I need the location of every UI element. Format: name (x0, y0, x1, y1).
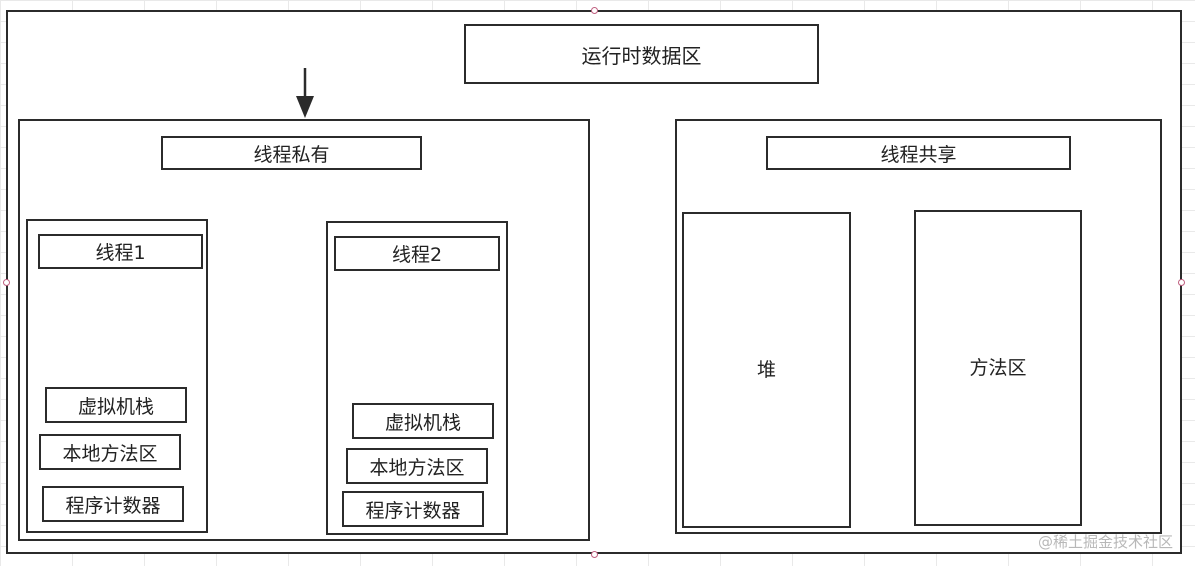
runtime-data-area-title: 运行时数据区 (464, 24, 819, 84)
thread-private-title: 线程私有 (161, 136, 422, 170)
thread-1-native-method-area: 本地方法区 (39, 434, 181, 470)
method-area-box: 方法区 (914, 210, 1082, 526)
thread-shared-title: 线程共享 (766, 136, 1071, 170)
thread-1-title: 线程1 (38, 234, 203, 269)
thread-2-program-counter: 程序计数器 (342, 491, 484, 527)
thread-1-program-counter: 程序计数器 (42, 486, 184, 522)
method-area-label: 方法区 (969, 356, 1027, 379)
thread-1-frame (26, 219, 208, 533)
heap-box: 堆 (682, 212, 851, 528)
selection-handle-top[interactable] (591, 7, 598, 14)
selection-handle-left[interactable] (3, 279, 10, 286)
heap-label: 堆 (756, 358, 776, 381)
selection-handle-bottom[interactable] (591, 551, 598, 558)
thread-2-native-method-area: 本地方法区 (346, 448, 488, 484)
arrow-down-icon (296, 68, 314, 118)
thread-2-title: 线程2 (334, 236, 500, 271)
thread-1-vm-stack: 虚拟机栈 (45, 387, 187, 423)
thread-2-vm-stack: 虚拟机栈 (352, 403, 494, 439)
watermark: @稀土掘金技术社区 (1037, 533, 1173, 551)
selection-handle-right[interactable] (1178, 279, 1185, 286)
